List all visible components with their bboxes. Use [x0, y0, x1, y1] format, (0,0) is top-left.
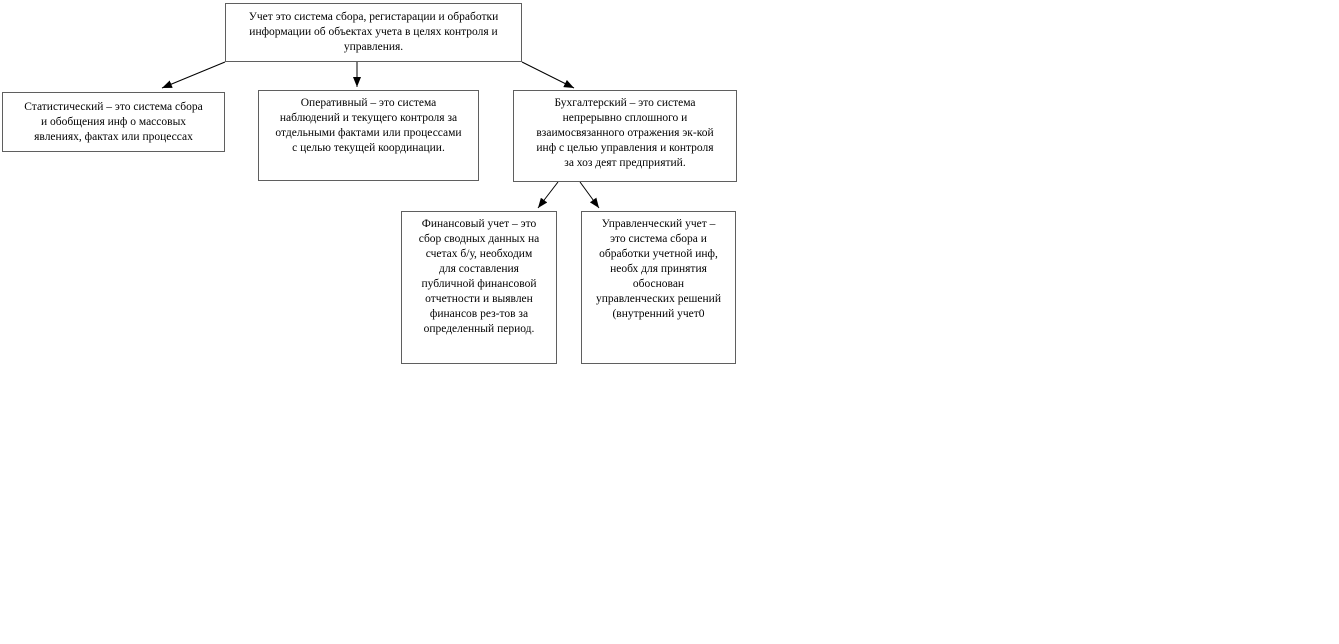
node-statistichesky-text: Статистический – это система сбора и обо…: [24, 100, 203, 143]
node-upravlenchesky-text: Управленческий учет – это система сбора …: [596, 218, 721, 320]
node-finansovy-uchet: Финансовый учет – это сбор сводных данны…: [401, 211, 557, 364]
connector-uchet-statistic: [161, 61, 226, 89]
node-operativny-text: Оперативный – это система наблюдений и т…: [275, 97, 462, 154]
node-uchet-text: Учет это система сбора, регистарации и о…: [248, 11, 499, 53]
node-upravlenchesky-uchet: Управленческий учет – это система сбора …: [581, 211, 736, 364]
connector-uchet-accounting: [521, 61, 575, 89]
node-operativny-uchet: Оперативный – это система наблюдений и т…: [258, 90, 479, 181]
node-statistichesky-uchet: Статистический – это система сбора и обо…: [2, 92, 225, 152]
connector-accounting-financial: [537, 181, 559, 209]
node-finansovy-text: Финансовый учет – это сбор сводных данны…: [418, 218, 540, 335]
node-buhgaltersky-text: Бухгалтерский – это система непрерывно с…: [536, 97, 714, 169]
node-buhgaltersky-uchet: Бухгалтерский – это система непрерывно с…: [513, 90, 737, 182]
node-uchet-definition: Учет это система сбора, регистарации и о…: [225, 3, 522, 62]
connector-accounting-managerial: [579, 181, 600, 209]
